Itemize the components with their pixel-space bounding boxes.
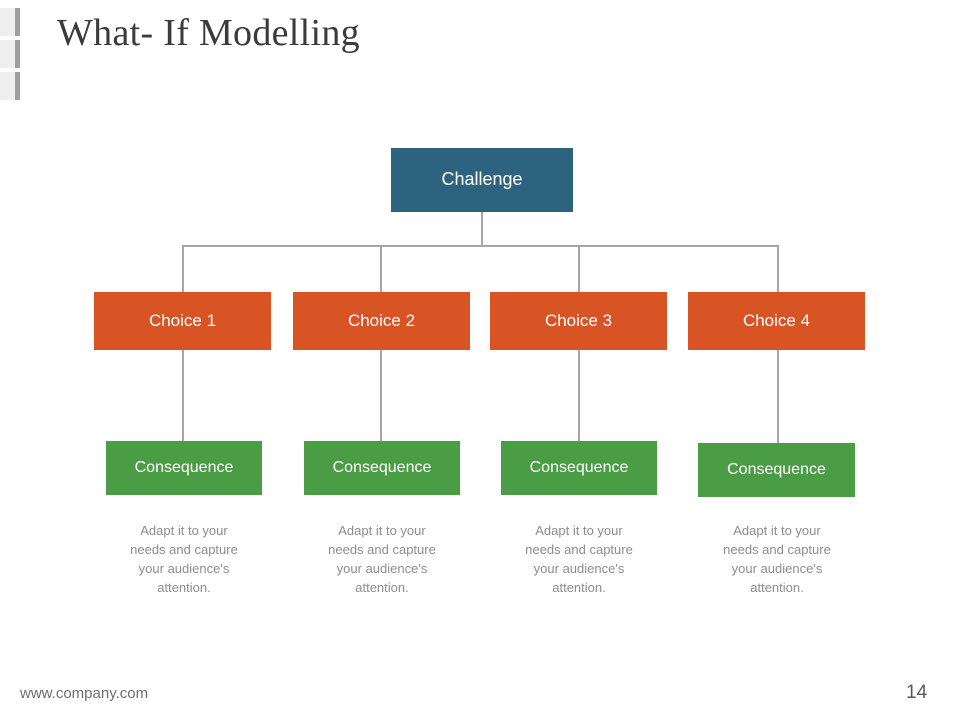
connector-choice-2-to-consequence-2: [380, 350, 382, 442]
node-challenge[interactable]: Challenge: [391, 148, 573, 212]
connector-choice-1-to-consequence-1: [182, 350, 184, 442]
connector-drop-choice-4: [777, 245, 779, 293]
connector-drop-choice-1: [182, 245, 184, 293]
node-choice-1[interactable]: Choice 1: [94, 292, 271, 350]
node-consequence-3-label: Consequence: [529, 459, 629, 477]
footer-page-number: 14: [906, 682, 928, 703]
node-consequence-1-label: Consequence: [134, 459, 234, 477]
connector-challenge-stem: [481, 212, 483, 246]
accent-block-1: [0, 8, 20, 36]
node-consequence-4[interactable]: Consequence: [698, 443, 855, 497]
caption-branch-1: Adapt it to your needs and capture your …: [130, 523, 238, 595]
page-title: What- If Modelling: [57, 12, 360, 54]
node-choice-4-label: Choice 4: [742, 310, 811, 330]
node-choice-2[interactable]: Choice 2: [293, 292, 470, 350]
node-consequence-2[interactable]: Consequence: [304, 441, 460, 495]
caption-branch-2: Adapt it to your needs and capture your …: [328, 523, 436, 595]
connector-choice-4-to-consequence-4: [777, 350, 779, 444]
accent-block-2: [0, 40, 20, 68]
caption-branch-4: Adapt it to your needs and capture your …: [723, 523, 831, 595]
node-choice-3[interactable]: Choice 3: [490, 292, 667, 350]
node-choice-1-label: Choice 1: [148, 310, 217, 330]
node-choice-4[interactable]: Choice 4: [688, 292, 865, 350]
connector-choice-3-to-consequence-3: [578, 350, 580, 442]
caption-branch-3: Adapt it to your needs and capture your …: [525, 523, 633, 595]
node-consequence-3[interactable]: Consequence: [501, 441, 657, 495]
node-consequence-1[interactable]: Consequence: [106, 441, 262, 495]
node-consequence-2-label: Consequence: [332, 459, 432, 477]
footer-website-url: www.company.com: [20, 685, 149, 702]
node-choice-3-label: Choice 3: [544, 310, 613, 330]
connector-drop-choice-2: [380, 245, 382, 293]
connector-horizontal-bus: [183, 245, 779, 247]
node-challenge-label: Challenge: [441, 169, 523, 190]
node-choice-2-label: Choice 2: [347, 310, 416, 330]
connector-drop-choice-3: [578, 245, 580, 293]
left-accent-decoration: [0, 8, 20, 100]
node-consequence-4-label: Consequence: [727, 461, 826, 479]
accent-block-3: [0, 72, 20, 100]
